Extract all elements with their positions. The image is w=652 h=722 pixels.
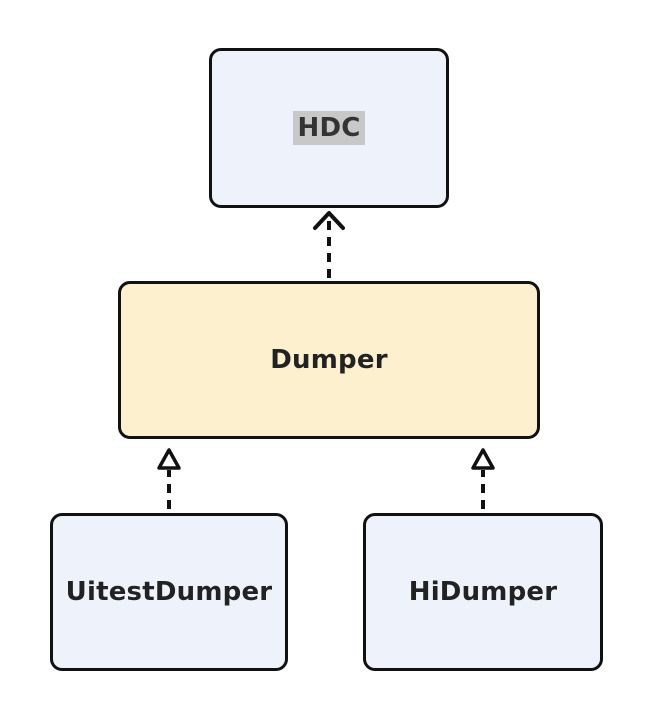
hi-dumper-label: HiDumper bbox=[408, 577, 558, 607]
uitest-dumper-label: UitestDumper bbox=[65, 577, 273, 607]
edge-hidumper-to-dumper bbox=[471, 448, 495, 509]
hollow-triangle-arrowhead-icon bbox=[157, 448, 181, 470]
hdc-label: HDC bbox=[293, 111, 365, 145]
open-arrowhead-icon bbox=[313, 211, 345, 230]
dumper-label: Dumper bbox=[270, 345, 388, 375]
edge-dumper-to-hdc bbox=[313, 211, 345, 278]
hi-dumper-node[interactable]: HiDumper bbox=[363, 513, 603, 671]
hollow-triangle-arrowhead-icon bbox=[471, 448, 495, 470]
edge-uitestdumper-to-dumper bbox=[157, 448, 181, 509]
hdc-node[interactable]: HDC bbox=[209, 48, 449, 208]
uitest-dumper-node[interactable]: UitestDumper bbox=[50, 513, 288, 671]
dumper-node[interactable]: Dumper bbox=[118, 281, 540, 439]
